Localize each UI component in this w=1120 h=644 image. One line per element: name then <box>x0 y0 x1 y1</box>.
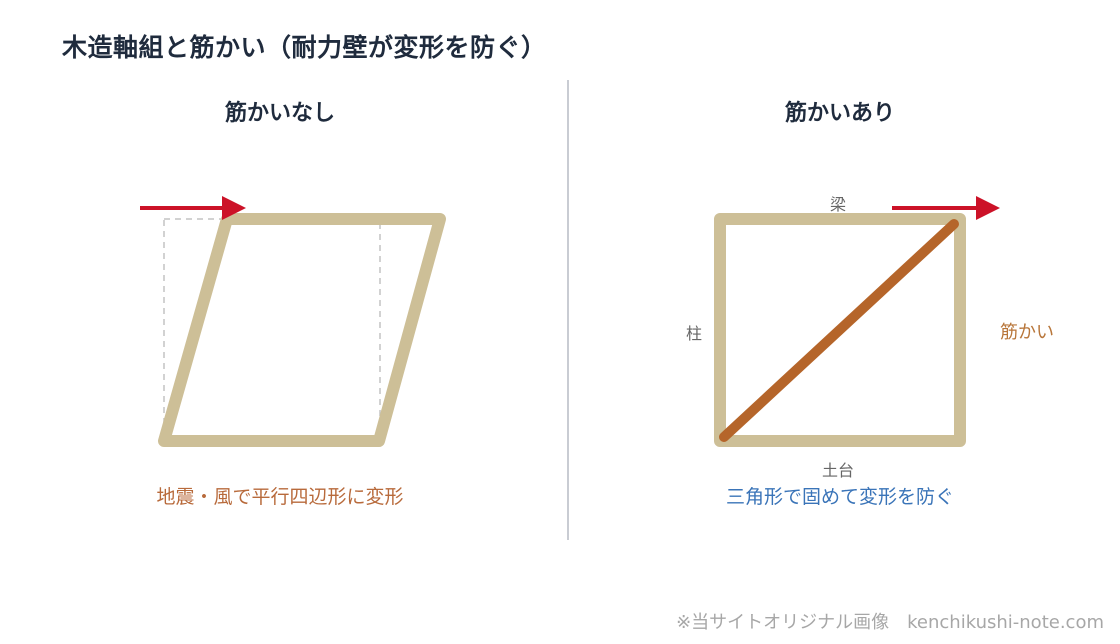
rectangular-frame <box>714 213 966 447</box>
deformed-parallelogram-frame <box>158 213 446 447</box>
image-credit: ※当サイトオリジナル画像 kenchikushi-note.com <box>676 612 1104 633</box>
original-frame-outline <box>163 218 381 442</box>
brace-label: 筋かい <box>1000 322 1054 343</box>
heading-with-brace: 筋かいあり <box>784 101 895 126</box>
panel-divider <box>567 80 569 540</box>
caption-without-brace: 地震・風で平行四辺形に変形 <box>156 486 404 508</box>
sill-label: 土台 <box>822 461 855 480</box>
frame-without-brace <box>140 196 446 447</box>
caption-with-brace: 三角形で固めて変形を防ぐ <box>725 486 954 508</box>
diagonal-brace <box>719 219 959 442</box>
frame-with-brace <box>714 196 1000 447</box>
column-label: 柱 <box>686 324 703 343</box>
diagram-title: 木造軸組と筋かい（耐力壁が変形を防ぐ） <box>62 33 547 62</box>
heading-without-brace: 筋かいなし <box>224 101 335 126</box>
beam-label: 梁 <box>830 195 847 214</box>
